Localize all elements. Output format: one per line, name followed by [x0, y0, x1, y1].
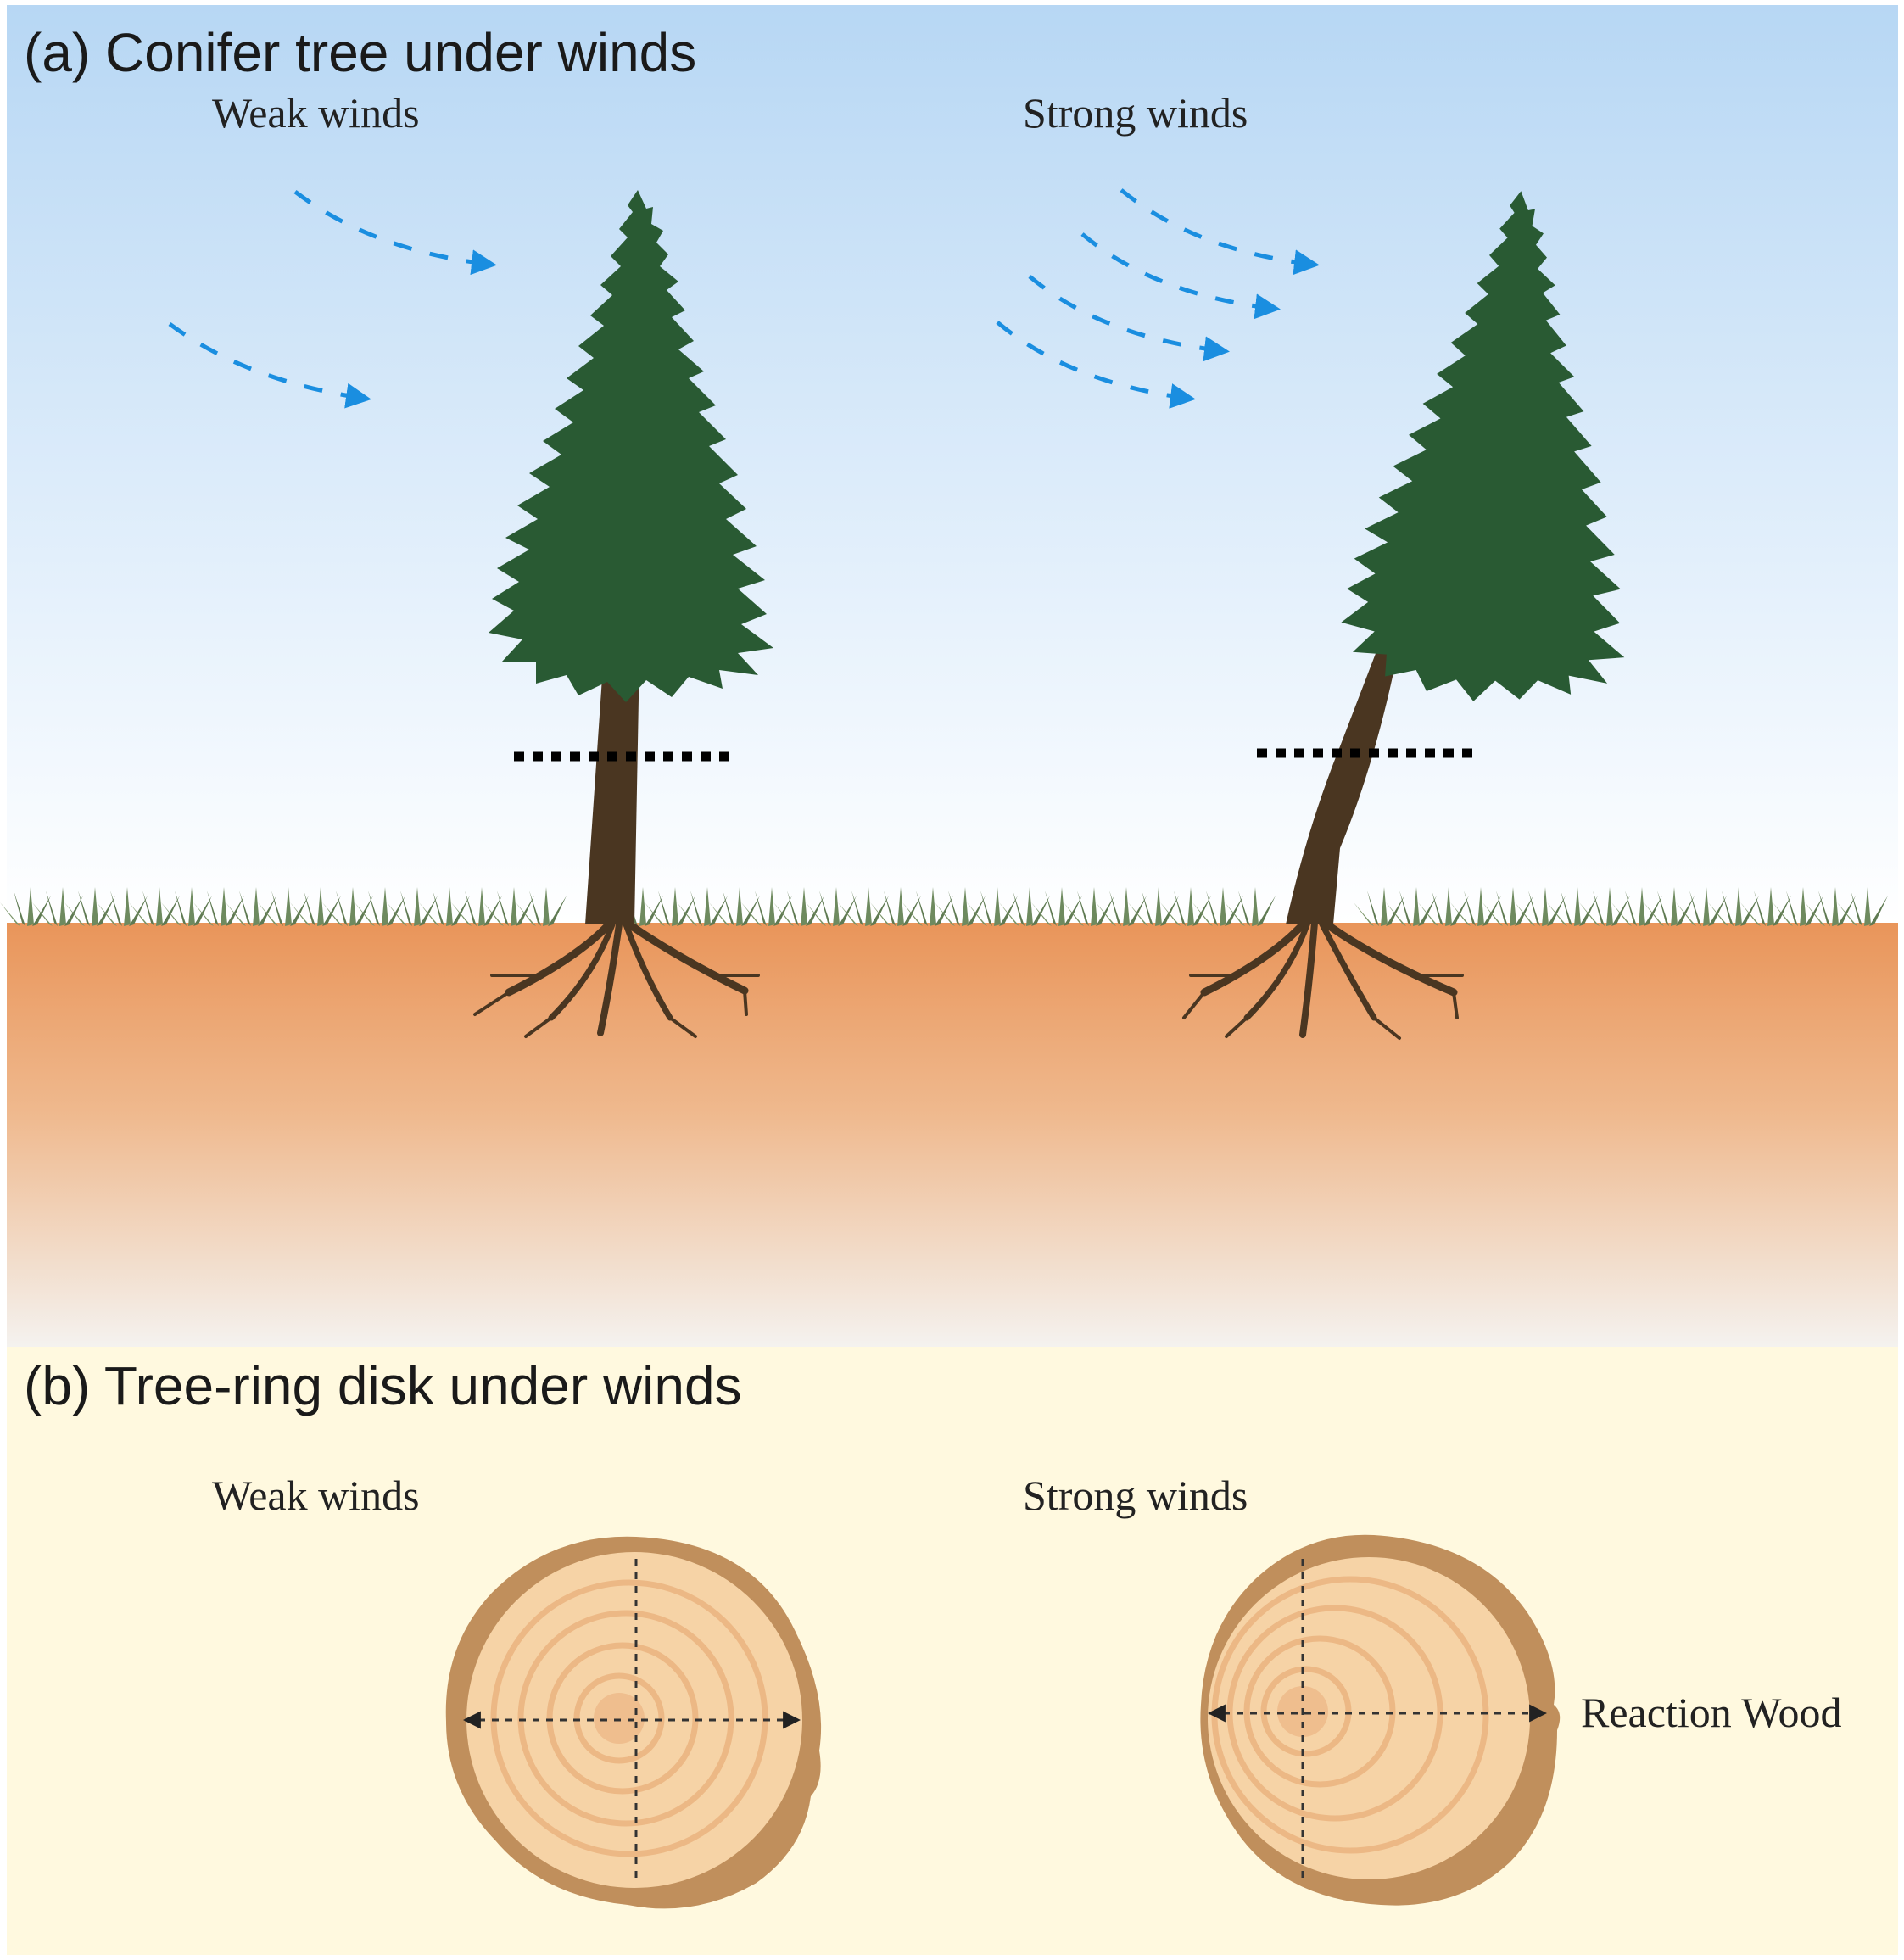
strong-winds-label: Strong winds: [1023, 89, 1248, 137]
soil-layer: [7, 923, 1898, 1347]
reaction-wood-label: Reaction Wood: [1581, 1689, 1842, 1736]
leaning-conifer-tree-icon: [1182, 181, 1656, 1040]
panel-b-title: (b) Tree-ring disk under winds: [24, 1355, 742, 1416]
conifer-tree-icon: [473, 190, 773, 1038]
tree-ring-disk-strong: [1200, 1534, 1561, 1906]
panel-a-title: (a) Conifer tree under winds: [24, 22, 696, 83]
tree-trunk: [1286, 645, 1399, 924]
panel-b-background: [7, 1347, 1898, 1955]
disk-weak-winds-label: Weak winds: [212, 1471, 420, 1519]
weak-winds-label: Weak winds: [212, 89, 420, 137]
roots: [1182, 919, 1464, 1040]
disk-strong-winds-label: Strong winds: [1023, 1471, 1248, 1519]
sky-background: [7, 5, 1898, 923]
tree-ring-disk-weak: [445, 1536, 822, 1909]
roots: [473, 920, 760, 1038]
tree-trunk: [585, 653, 639, 924]
wood-surface: [1208, 1557, 1530, 1879]
